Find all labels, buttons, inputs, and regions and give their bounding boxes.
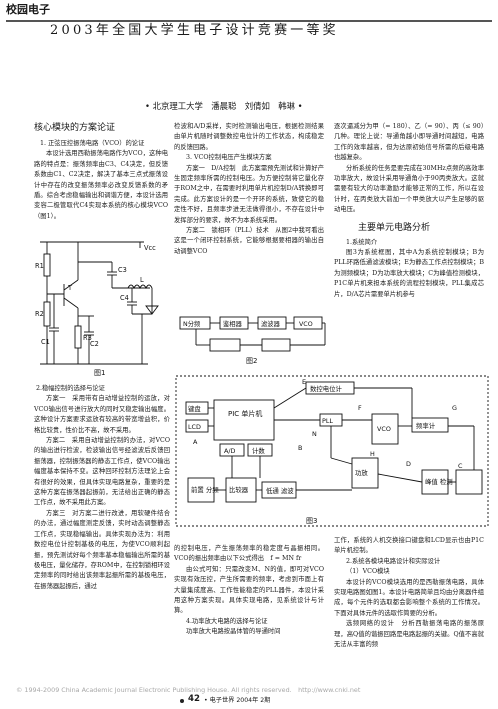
paragraph: 检波和A/D采样，实时检测输出电压，根据检测结果由单片机随时调整数控电位计的工作… — [174, 123, 324, 151]
figure-2-pll-loop: N分频 鉴相器 滤波器 VCO 图2 — [179, 316, 326, 365]
paragraph: 由公式可知：只需改变M、N的值，即可对VCO实现有效压控，产生所需要的频率，考虑… — [174, 565, 324, 615]
paragraph: 2.稳幅控制的选择与论证 — [36, 385, 105, 392]
label-r3: R3 — [83, 334, 92, 342]
paragraph: 方案二 锁相环（PLL）技术 从图2中我可看出这是一个闭环控制系统，它能够根据要… — [174, 227, 324, 255]
section-heading-core: 核心模块的方案论证 — [34, 123, 116, 133]
footer-bullet-icon — [180, 699, 184, 703]
paragraph: （1）VCO模块 — [346, 568, 390, 576]
letter-a: A — [193, 438, 198, 446]
paragraph: 功率放大电路按晶体管的导通时间 — [186, 628, 281, 636]
paragraph: 方案三 对方案二进行改进，用软硬件结合的办法，通过幅度测定反馈，实时动态调整静态… — [34, 509, 170, 590]
label-c3: C3 — [118, 266, 127, 274]
counter-label: 计数 — [252, 446, 265, 455]
lcd-label: LCD — [188, 423, 201, 431]
pic-label: PIC 单片机 — [228, 409, 262, 418]
column-1-bottom: 2.稳幅控制的选择与论证 方案一 采用带有自动增益控制的运放，对VCO输出信号进… — [34, 384, 170, 592]
paragraph: 4.功率放大电路的选择与论证 — [186, 617, 268, 625]
paragraph: 分析系统的任务是要完成在30MHz点频的高效率功率放大，故设计采用导通角小于90… — [334, 164, 484, 214]
ad-label: A/D — [224, 447, 236, 455]
letter-h: H — [370, 450, 375, 458]
power-amp-label: 功放 — [355, 468, 368, 477]
paragraph: 图3为系统框图，其中A为系统控制模块；B为PLL环路低通滤波模块；E为静态工作点… — [334, 249, 484, 298]
label-vcc: Vcc — [144, 244, 156, 252]
label-t: T — [67, 284, 73, 292]
letter-c: C — [458, 462, 463, 470]
column-3-top: 逐次逼减分为甲（= 180）、乙（= 90）、丙（≤ 90）几种。理论上说：导通… — [334, 122, 484, 300]
phase-detector-label: 鉴相器 — [223, 319, 243, 328]
comparator-label: 比较器 — [229, 485, 249, 494]
label-c4: C4 — [120, 294, 129, 302]
copyright-notice: © 1994-2009 China Academic Journal Elect… — [16, 686, 361, 694]
peak-detect-label: 峰值 检测 — [425, 477, 453, 486]
pll-label: PLL — [322, 417, 333, 425]
dac-label: 数控电位计 — [310, 384, 343, 393]
keyboard-label: 键盘 — [188, 404, 201, 413]
letter-e: E — [302, 378, 306, 386]
paragraph: 1.系统简介 — [346, 238, 378, 246]
label-r2: R2 — [35, 310, 44, 318]
letter-b: B — [298, 444, 302, 452]
freq-counter-label: 频率计 — [416, 421, 436, 430]
paragraph: 选频网络的设计 分析西勒振荡电路的振荡原理，高Q值的谐振回路是电路起振的关键。Q… — [334, 620, 484, 649]
paragraph: 逐次逼减分为甲（= 180）、乙（= 90）、丙（≤ 90）几种。理论上说：导通… — [334, 123, 484, 162]
label-r1: R1 — [35, 262, 44, 270]
paragraph: 1. 正弦压控振荡电路（VCO）的论证 — [40, 140, 145, 147]
paragraph: 方案一 采用带有自动增益控制的运放，对VCO输出信号进行放大的同时又稳定输出幅度… — [34, 395, 170, 434]
paragraph: 2.系统各模块电路设计和实际设计 — [346, 557, 441, 565]
section-heading-main: 主要单元电路分析 — [358, 222, 431, 233]
letter-d: D — [406, 460, 411, 468]
letter-g: G — [452, 404, 457, 412]
letter-n: N — [312, 430, 317, 438]
letter-f: F — [358, 404, 362, 412]
column-2-top: 检波和A/D采样，实时检测输出电压，根据检测结果由单片机随时调整数控电位计的工作… — [174, 122, 324, 257]
prescaler-label: 前置 分频 — [191, 485, 219, 494]
filter-label: 滤波器 — [261, 319, 281, 328]
n-divider-label: N分频 — [183, 319, 201, 328]
column-1-top: 核心模块的方案论证 1. 正弦压控振荡电路（VCO）的论证 本设计选用西勒振荡电… — [34, 122, 168, 222]
vco-block-label: VCO — [377, 425, 391, 433]
label-c1: C1 — [41, 338, 50, 346]
label-c2: C2 — [90, 340, 99, 348]
figure-3-caption: 图3 — [306, 517, 317, 525]
byline: • 北京理工大学 潘晨聪 刘倩如 韩琳 • — [145, 101, 303, 111]
paragraph: 工作，系统的人机交换接口键盘和LCD显示也由P1C单片机控制。 — [334, 537, 484, 555]
label-l: L — [140, 276, 144, 284]
figure-1-caption: 图1 — [94, 369, 105, 377]
magazine-issue: • 电子世界 2004年 2期 — [204, 697, 271, 704]
paragraph: 本设计的VCO模块选用的是西勒振荡电路，具体实现电路图如图1。本设计电路简单且均… — [334, 578, 484, 617]
figure-3-system-block-diagram: 键盘 LCD PIC 单片机 A/D 计数 数控电位计 PLL 前置 分频 比较… — [175, 375, 489, 527]
paragraph: 方案二 采用自动增益控制的办法，对VCO的输出进行检波，检波输出信号经滤波后反馈… — [34, 437, 170, 507]
paragraph: 3. VCO控制电压产生模块方案 — [186, 154, 272, 162]
paragraph: 本设计选用西勒振荡电路作为VCO，这种电路的特点是：振荡频率由C3、C4决定，但… — [34, 150, 168, 220]
figure-1-circuit: Vcc R1 R2 R3 C1 C2 C3 C4 L T 图1 — [35, 241, 159, 377]
page-number: 42 — [188, 694, 200, 704]
section-label: 校园电子 — [6, 3, 50, 16]
figure-2-caption: 图2 — [246, 357, 257, 365]
vco-label: VCO — [299, 321, 313, 328]
article-title: 2003年全国大学生电子设计竞赛一等奖 — [50, 23, 339, 38]
column-3-bottom: 工作，系统的人机交换接口键盘和LCD显示也由P1C单片机控制。 2.系统各模块电… — [334, 536, 484, 650]
column-2-bottom: 的控制电压，产生振荡频率的稳定度与晶振相同。VCO的振出频率由以下公式得出 f … — [174, 544, 324, 638]
paragraph: 的控制电压，产生振荡频率的稳定度与晶振相同。VCO的振出频率由以下公式得出 f … — [174, 545, 324, 563]
paragraph: 方案一 D/A控制 此方案需预先测试和计算好产生固定频率所需的控制电压。为方便控… — [174, 164, 324, 224]
lowpass-label: 低通 滤波 — [266, 486, 294, 495]
header-rule — [6, 20, 492, 22]
